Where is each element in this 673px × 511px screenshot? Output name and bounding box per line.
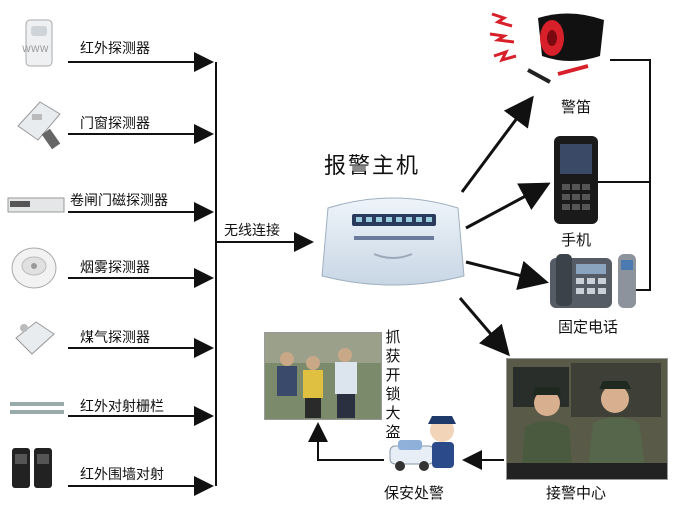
shutter-magnetic-detector-icon bbox=[6, 192, 66, 220]
alarm-center-photo bbox=[506, 358, 668, 480]
siren-icon bbox=[488, 4, 612, 90]
output-label-mobile: 手机 bbox=[561, 231, 592, 249]
output-label-security: 保安处警 bbox=[384, 484, 445, 502]
output-links bbox=[598, 59, 651, 291]
infrared-wall-beam-icon bbox=[10, 446, 56, 490]
detector-label-beam-fence: 红外对射栅栏 bbox=[80, 399, 164, 415]
output-arrows bbox=[458, 95, 551, 357]
wireless-label: 无线连接 bbox=[224, 223, 280, 239]
capture-photo bbox=[264, 332, 382, 420]
output-label-center: 接警中心 bbox=[546, 484, 607, 502]
infrared-beam-fence-icon bbox=[8, 398, 66, 418]
output-label-capture: 抓获开锁大盗 bbox=[385, 328, 401, 441]
output-label-siren: 警笛 bbox=[561, 98, 592, 116]
detector-label-smoke: 烟雾探测器 bbox=[80, 260, 150, 276]
detector-label-door-window: 门窗探测器 bbox=[80, 116, 150, 132]
security-to-capture-arrow bbox=[308, 422, 384, 461]
gas-detector-icon bbox=[10, 316, 60, 360]
smoke-detector-icon bbox=[10, 244, 58, 290]
svg-text:WWW: WWW bbox=[22, 45, 49, 55]
door-window-detector-icon bbox=[10, 96, 68, 152]
detector-label-wall-beam: 红外围墙对射 bbox=[80, 467, 164, 483]
security-response-icon bbox=[386, 412, 464, 476]
host-title: 报警主机 bbox=[324, 154, 421, 179]
detector-arrows bbox=[68, 52, 214, 496]
detector-label-gas: 煤气探测器 bbox=[80, 330, 150, 346]
detector-label-infrared: 红外探测器 bbox=[80, 41, 150, 57]
mobile-phone-icon bbox=[552, 134, 600, 226]
output-label-landline: 固定电话 bbox=[558, 318, 619, 336]
infrared-detector-icon: WWW bbox=[20, 18, 58, 68]
alarm-host-panel-icon bbox=[318, 184, 468, 296]
detector-label-shutter: 卷闸门磁探测器 bbox=[70, 193, 168, 209]
landline-phone-icon bbox=[546, 250, 640, 312]
